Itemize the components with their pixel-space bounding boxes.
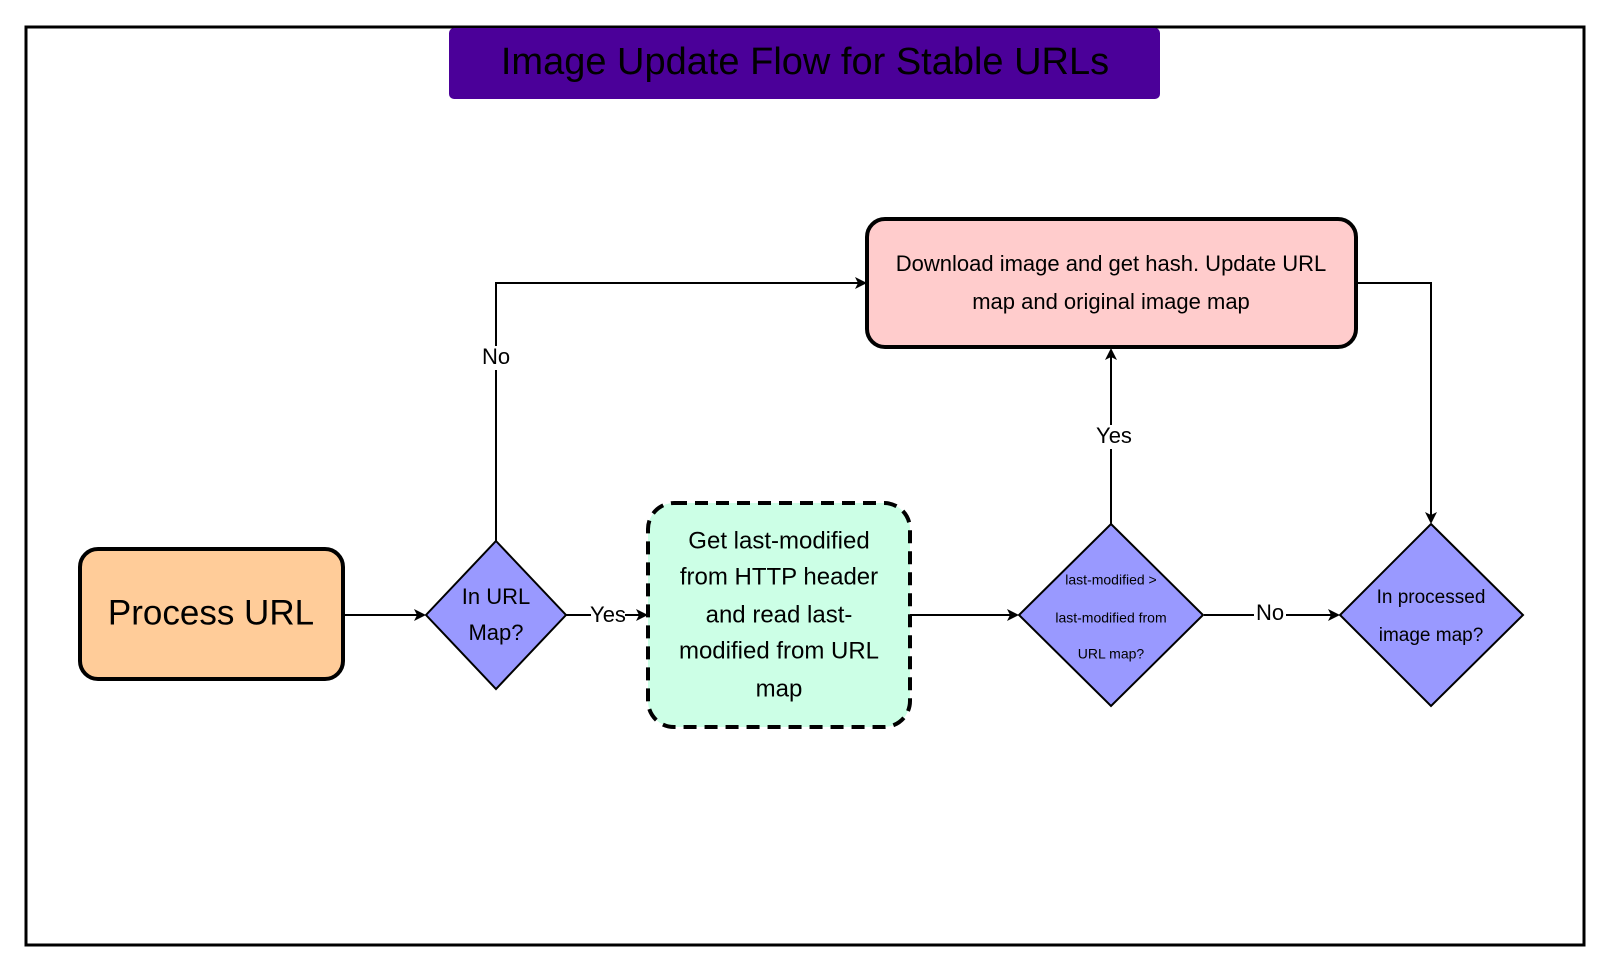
in-processed-map-line-1: In processed: [1377, 587, 1486, 608]
node-get-last-modified: Get last-modified from HTTP header and r…: [646, 501, 912, 729]
compare-last-modified-line-1: last-modified >: [1065, 572, 1156, 588]
node-in-processed-image-map: In processed image map?: [1338, 522, 1525, 708]
download-image-box: [865, 217, 1358, 349]
compare-last-modified-line-3: URL map?: [1078, 646, 1145, 662]
edge-download-to-inprocessedmap: [1357, 282, 1437, 524]
get-last-modified-box: [646, 501, 912, 729]
in-processed-map-line-2: image map?: [1379, 625, 1484, 646]
download-image-line-2: map and original image map: [972, 289, 1250, 314]
diagram-title: Image Update Flow for Stable URLs: [501, 41, 1109, 83]
edge-label-no-compare: No: [1256, 600, 1284, 625]
compare-last-modified-diamond: [1017, 522, 1205, 708]
process-url-box: [78, 547, 345, 681]
get-last-modified-line-4: modified from URL: [679, 637, 879, 664]
in-url-map-label-line-1: In URL: [462, 584, 530, 609]
download-image-line-1: Download image and get hash. Update URL: [896, 251, 1327, 276]
get-last-modified-line-2: from HTTP header: [680, 563, 878, 590]
title-background: [449, 28, 1160, 99]
edge-label-no-inurlmap: No: [482, 344, 510, 369]
node-compare-last-modified: last-modified > last-modified from URL m…: [1017, 522, 1205, 708]
compare-last-modified-line-2: last-modified from: [1055, 610, 1166, 626]
in-url-map-diamond: [424, 539, 568, 691]
node-download-image: Download image and get hash. Update URL …: [865, 217, 1358, 349]
get-last-modified-line-1: Get last-modified: [688, 527, 869, 554]
edge-labels: Yes No Yes No: [480, 344, 1286, 627]
edge-label-yes-compare: Yes: [1096, 423, 1132, 448]
get-last-modified-line-5: map: [756, 675, 803, 702]
edge-label-yes-inurlmap: Yes: [590, 602, 626, 627]
node-process-url: Process URL: [78, 547, 345, 681]
in-url-map-label-line-2: Map?: [468, 620, 523, 645]
edge-inurlmap-to-download: [495, 277, 867, 541]
get-last-modified-line-3: and read last-: [706, 601, 853, 628]
node-in-url-map: In URL Map?: [424, 539, 568, 691]
process-url-label: Process URL: [108, 593, 314, 632]
title-banner: Image Update Flow for Stable URLs: [449, 28, 1160, 99]
diagram-frame: [24, 25, 1586, 947]
in-processed-map-diamond: [1338, 522, 1525, 708]
